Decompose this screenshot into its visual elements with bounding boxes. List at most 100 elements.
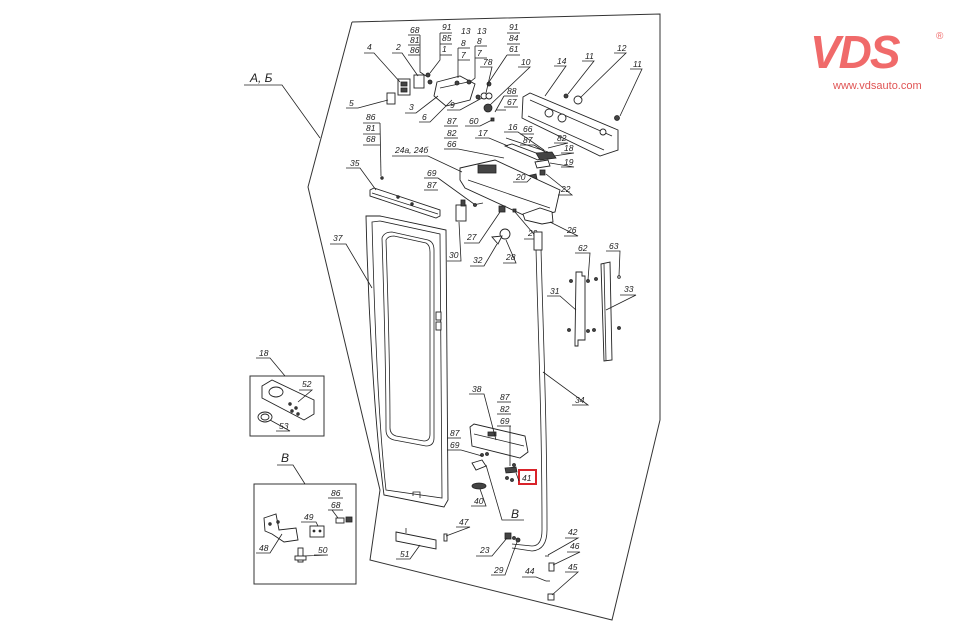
part-label-18-inset: 18 (259, 348, 269, 358)
part-label-49: 49 (304, 512, 314, 522)
svg-text:68: 68 (331, 500, 341, 510)
detail-18-inset (249, 375, 325, 437)
long-rod (511, 231, 548, 552)
svg-text:82: 82 (500, 404, 510, 414)
part-label-37: 37 (333, 233, 343, 243)
main-view-frame (307, 13, 661, 621)
part-label-53: 53 (279, 421, 289, 431)
inner-handle-panel (521, 92, 620, 157)
callout-stack-68-81-86: 68 81 86 (408, 25, 427, 77)
svg-text:87: 87 (500, 392, 510, 402)
part-label-47: 47 (459, 517, 469, 527)
part-label-42: 42 (568, 527, 578, 537)
svg-text:87: 87 (427, 180, 437, 190)
part-label-82: 82 (557, 133, 567, 143)
callout-stack-13-8-7-b: 13 8 7 (469, 26, 487, 83)
view-label-main: А, Б (249, 71, 273, 85)
part-label-16: 16 (508, 122, 518, 132)
part-label-12: 12 (617, 43, 627, 53)
callout-stack-87-82-66: 87 82 66 (444, 116, 505, 159)
part-label-22: 22 (560, 184, 571, 194)
part-label-78: 78 (483, 57, 493, 67)
svg-text:86: 86 (331, 488, 341, 498)
svg-text:81: 81 (410, 35, 420, 45)
part-label-17: 17 (478, 128, 488, 138)
svg-text:68: 68 (366, 134, 376, 144)
callout-stack-87-69: 87 69 (447, 428, 483, 457)
lower-lock-group (469, 423, 529, 490)
part-label-26: 26 (566, 225, 577, 235)
svg-text:82: 82 (447, 128, 457, 138)
svg-text:69: 69 (427, 168, 437, 178)
part-label-63: 63 (609, 241, 619, 251)
part-label-6: 6 (422, 112, 427, 122)
part-label-45: 45 (568, 562, 578, 572)
door-panel (365, 215, 449, 508)
svg-text:66: 66 (447, 139, 457, 149)
svg-text:69: 69 (500, 416, 510, 426)
part-label-19: 19 (564, 157, 574, 167)
part-label-11b: 11 (633, 59, 642, 69)
svg-text:87: 87 (450, 428, 460, 438)
part-label-23: 23 (479, 545, 490, 555)
svg-text:87: 87 (523, 135, 533, 145)
callout-stack-86-68: 86 68 (328, 488, 343, 519)
part-label-62: 62 (578, 243, 588, 253)
svg-text:7: 7 (461, 50, 466, 60)
part-label-35: 35 (350, 158, 360, 168)
guide-rails-group (567, 261, 621, 362)
callout-stack-91-85-1: 91 85 1 (429, 22, 452, 74)
callout-stack-86-81-68: 86 81 68 (363, 112, 382, 177)
vds-logo: VDS ® www.vdsauto.com (808, 28, 948, 98)
part-label-48: 48 (259, 543, 269, 553)
view-label-v-inset: В (281, 451, 289, 465)
bottom-parts-group (395, 528, 555, 601)
part-label-41[interactable]: 41 (522, 473, 532, 483)
callout-stack-66-87: 66 87 (520, 124, 546, 153)
part-label-4: 4 (367, 42, 372, 52)
svg-text:13: 13 (461, 26, 471, 36)
part-label-2: 2 (395, 42, 401, 52)
lock-mechanism-group (386, 72, 506, 122)
svg-text:91: 91 (442, 22, 452, 32)
svg-text:81: 81 (366, 123, 376, 133)
part-label-40: 40 (474, 496, 484, 506)
callout-stack-69-87: 69 87 (424, 168, 475, 205)
svg-text:68: 68 (410, 25, 420, 35)
part-label-20: 20 (515, 172, 526, 182)
part-label-60: 60 (469, 116, 479, 126)
highlight-box-part-41[interactable] (518, 469, 537, 485)
logo-url[interactable]: www.vdsauto.com (833, 80, 922, 92)
registered-mark: ® (936, 31, 944, 42)
logo-wordmark: VDS (810, 26, 901, 78)
svg-text:1: 1 (442, 44, 447, 54)
part-label-10: 10 (521, 57, 531, 67)
part-label-11a: 11 (585, 51, 594, 61)
callout-stack-87-82-69: 87 82 69 (497, 392, 511, 466)
part-label-5: 5 (349, 98, 354, 108)
part-label-31: 31 (550, 286, 560, 296)
svg-text:87: 87 (447, 116, 457, 126)
part-label-34: 34 (575, 395, 585, 405)
svg-text:13: 13 (477, 26, 487, 36)
part-label-50: 50 (318, 545, 328, 555)
svg-text:86: 86 (366, 112, 376, 122)
svg-text:91: 91 (509, 22, 519, 32)
svg-text:69: 69 (450, 440, 460, 450)
part-label-32: 32 (473, 255, 483, 265)
svg-text:84: 84 (509, 33, 519, 43)
top-rail (369, 176, 441, 219)
part-label-24: 24а, 24б (394, 145, 429, 155)
leader-view-main (244, 84, 321, 139)
svg-text:8: 8 (477, 36, 482, 46)
view-label-v: В (511, 507, 519, 521)
part-label-29b: 29 (493, 565, 504, 575)
part-label-27: 27 (466, 232, 477, 242)
svg-text:88: 88 (507, 86, 517, 96)
part-label-9: 9 (450, 100, 455, 110)
svg-text:66: 66 (523, 124, 533, 134)
part-label-38: 38 (472, 384, 482, 394)
part-label-46: 46 (570, 541, 580, 551)
part-label-52: 52 (302, 379, 312, 389)
